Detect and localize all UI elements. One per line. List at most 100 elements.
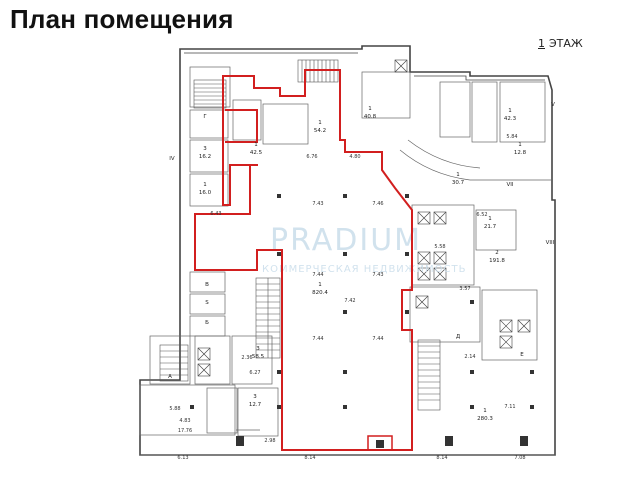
- room-ne-2: 1 42.3: [504, 108, 517, 122]
- wall-block: [189, 293, 226, 315]
- watermark-brand: PRADIUM: [270, 223, 422, 258]
- room-id: 1: [508, 108, 512, 114]
- elevator-shaft: [417, 251, 431, 265]
- column: [520, 436, 528, 446]
- floor-suffix: ЭТАЖ: [549, 37, 583, 50]
- elevator-shaft: [433, 251, 447, 265]
- dimension-label: 17.76: [178, 428, 192, 434]
- room-area: 191.8: [489, 258, 505, 264]
- floor-number: 1: [538, 37, 545, 50]
- wall-block: [361, 71, 411, 119]
- watermark: PRADIUM КОММЕРЧЕСКАЯ НЕДВИЖИМОСТЬ: [262, 223, 467, 275]
- room-area: 42.3: [504, 116, 517, 122]
- elevator-shaft: [499, 319, 513, 333]
- column: [376, 440, 384, 448]
- elevator-shaft: [417, 211, 431, 225]
- room-south-1: 3 12.7: [249, 394, 262, 408]
- room-north-2: 1 54.2: [314, 120, 326, 134]
- room-area: 21.7: [484, 224, 497, 230]
- dimension-label: 5.88: [169, 406, 180, 412]
- inner-contour: [184, 52, 545, 81]
- room-area: 54.2: [314, 128, 326, 134]
- dimension-label: 7.42: [344, 298, 355, 304]
- column: [190, 405, 194, 409]
- dimension-label: 7.11: [504, 404, 515, 410]
- dimension-label: 4.83: [179, 418, 190, 424]
- dimension-label: 7.44: [372, 336, 383, 342]
- elevator-shaft: [433, 267, 447, 281]
- room-east-hall: 2 191.8: [489, 250, 505, 264]
- axis-label: А: [168, 374, 172, 380]
- wall-block: [149, 335, 191, 385]
- dimension-label: 6.76: [306, 154, 317, 160]
- room-area: 40.8: [364, 114, 377, 120]
- dimension-label: 7.44: [312, 272, 323, 278]
- rented-area-outline: [194, 69, 413, 451]
- dimension-label: 5.84: [506, 134, 517, 140]
- page-title: План помещения: [10, 4, 234, 34]
- dimension-label: 2.36: [241, 355, 252, 361]
- room-west-1: 3 16.2: [199, 146, 211, 160]
- room-area: 16.2: [199, 154, 211, 160]
- dimension-label: 6.52: [476, 212, 487, 218]
- wall-block: [194, 335, 231, 385]
- elevator-shaft: [417, 267, 431, 281]
- room-id: 1: [318, 282, 322, 288]
- axis-label: VII: [506, 182, 513, 188]
- room-area: 16.0: [199, 190, 212, 196]
- rented-outline-path: [194, 69, 413, 451]
- room-id: 1: [518, 142, 522, 148]
- column: [470, 300, 474, 304]
- axis-label: Б: [205, 320, 209, 326]
- dimension-label: 2.98: [264, 438, 275, 444]
- floor-label: 1 ЭТАЖ: [538, 37, 583, 50]
- wall-block: [409, 286, 481, 343]
- room-id: 1: [203, 182, 207, 188]
- column: [277, 194, 281, 198]
- watermark-tagline: КОММЕРЧЕСКАЯ НЕДВИЖИМОСТЬ: [262, 264, 467, 275]
- axis-label: В: [205, 282, 209, 288]
- column: [277, 405, 281, 409]
- room-south-2: 3 58.5: [252, 346, 265, 360]
- dimension-label: 7.44: [312, 336, 323, 342]
- column: [343, 194, 347, 198]
- column: [530, 405, 534, 409]
- stairs: [159, 59, 441, 411]
- axis-label: S: [205, 300, 209, 306]
- rented-outline-small: [225, 109, 258, 143]
- curved-wall: [399, 149, 552, 181]
- room-area: 820.4: [312, 290, 328, 296]
- wall-block: [262, 103, 309, 145]
- dimension-label: 8.14: [436, 455, 447, 461]
- columns: [190, 194, 534, 448]
- column: [277, 370, 281, 374]
- dimension-label: 7.08: [514, 455, 525, 461]
- room-id: 1: [456, 172, 460, 178]
- dimension-label: 4.80: [349, 154, 360, 160]
- wall-block: [189, 109, 229, 139]
- column: [445, 436, 453, 446]
- room-corridor-ne: 1 30.7: [452, 172, 465, 186]
- elevator-shaft: [415, 295, 429, 309]
- axis-labels: IV V VII VIII А Б В Г Д Е S: [168, 102, 555, 380]
- elevator-shaft: [517, 319, 531, 333]
- column: [343, 370, 347, 374]
- column: [343, 310, 347, 314]
- stair-south-west: [159, 344, 189, 382]
- dimension-label: 3.57: [459, 286, 470, 292]
- dimension-label: 6.13: [177, 455, 188, 461]
- room-id: 1: [488, 216, 492, 222]
- column: [236, 436, 244, 446]
- room-area: 30.7: [452, 180, 465, 186]
- wall-block: [139, 384, 236, 436]
- column: [470, 405, 474, 409]
- column: [470, 370, 474, 374]
- room-id: 3: [203, 146, 207, 152]
- room-id: 1: [318, 120, 322, 126]
- wall-block: [206, 387, 238, 434]
- room-id: 3: [256, 346, 260, 352]
- column: [530, 370, 534, 374]
- axis-label: IV: [169, 156, 175, 162]
